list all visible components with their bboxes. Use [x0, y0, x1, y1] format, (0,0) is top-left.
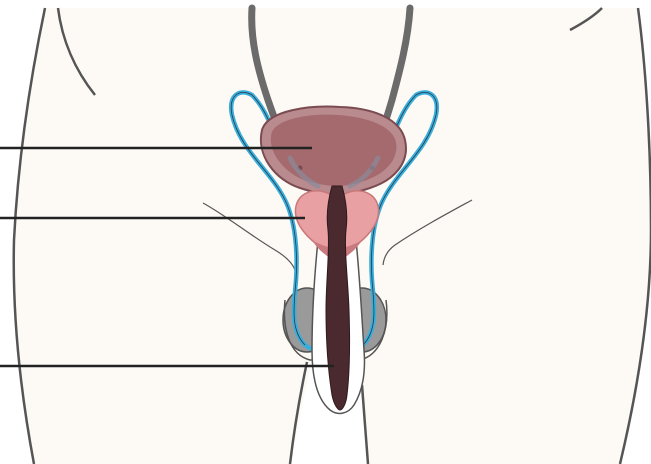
urethra	[326, 186, 350, 410]
urethra-channel	[326, 186, 350, 410]
